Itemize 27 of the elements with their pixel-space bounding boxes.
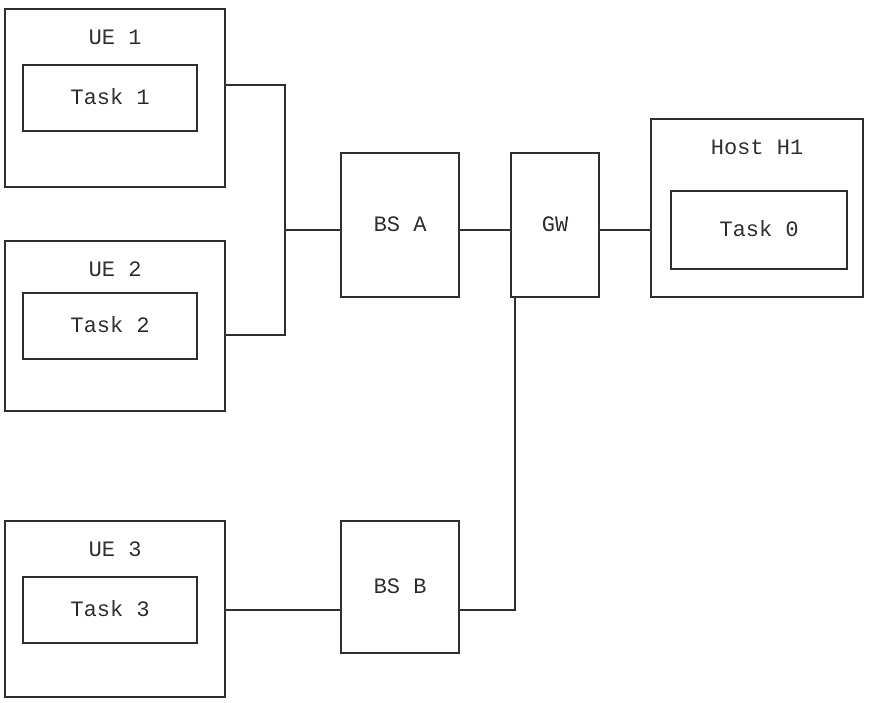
node-label: BS A <box>374 212 426 240</box>
node-label: UE 3 <box>88 537 142 565</box>
node-label: UE 1 <box>88 25 142 53</box>
connector-line <box>460 298 516 611</box>
node-box <box>340 520 460 654</box>
task-box <box>22 292 198 360</box>
connector-line <box>600 229 650 231</box>
node-box <box>4 520 226 698</box>
node-box <box>650 118 864 298</box>
node-box <box>510 152 600 298</box>
connector-line <box>226 609 340 611</box>
connector-line <box>460 229 510 231</box>
node-box <box>4 240 226 412</box>
connector-line <box>226 229 340 336</box>
task-box <box>22 64 198 132</box>
node-label: BS B <box>374 574 426 602</box>
node-box <box>340 152 460 298</box>
node-label: Task 1 <box>70 84 150 112</box>
task-box <box>670 190 848 270</box>
node-label: Task 3 <box>70 596 150 624</box>
node-label: Task 2 <box>70 312 150 340</box>
node-label: UE 2 <box>88 257 142 285</box>
node-label: GW <box>542 212 568 240</box>
node-box <box>4 8 226 188</box>
node-label: Host H1 <box>710 135 804 163</box>
node-label: Task 0 <box>719 216 799 244</box>
task-box <box>22 576 198 644</box>
